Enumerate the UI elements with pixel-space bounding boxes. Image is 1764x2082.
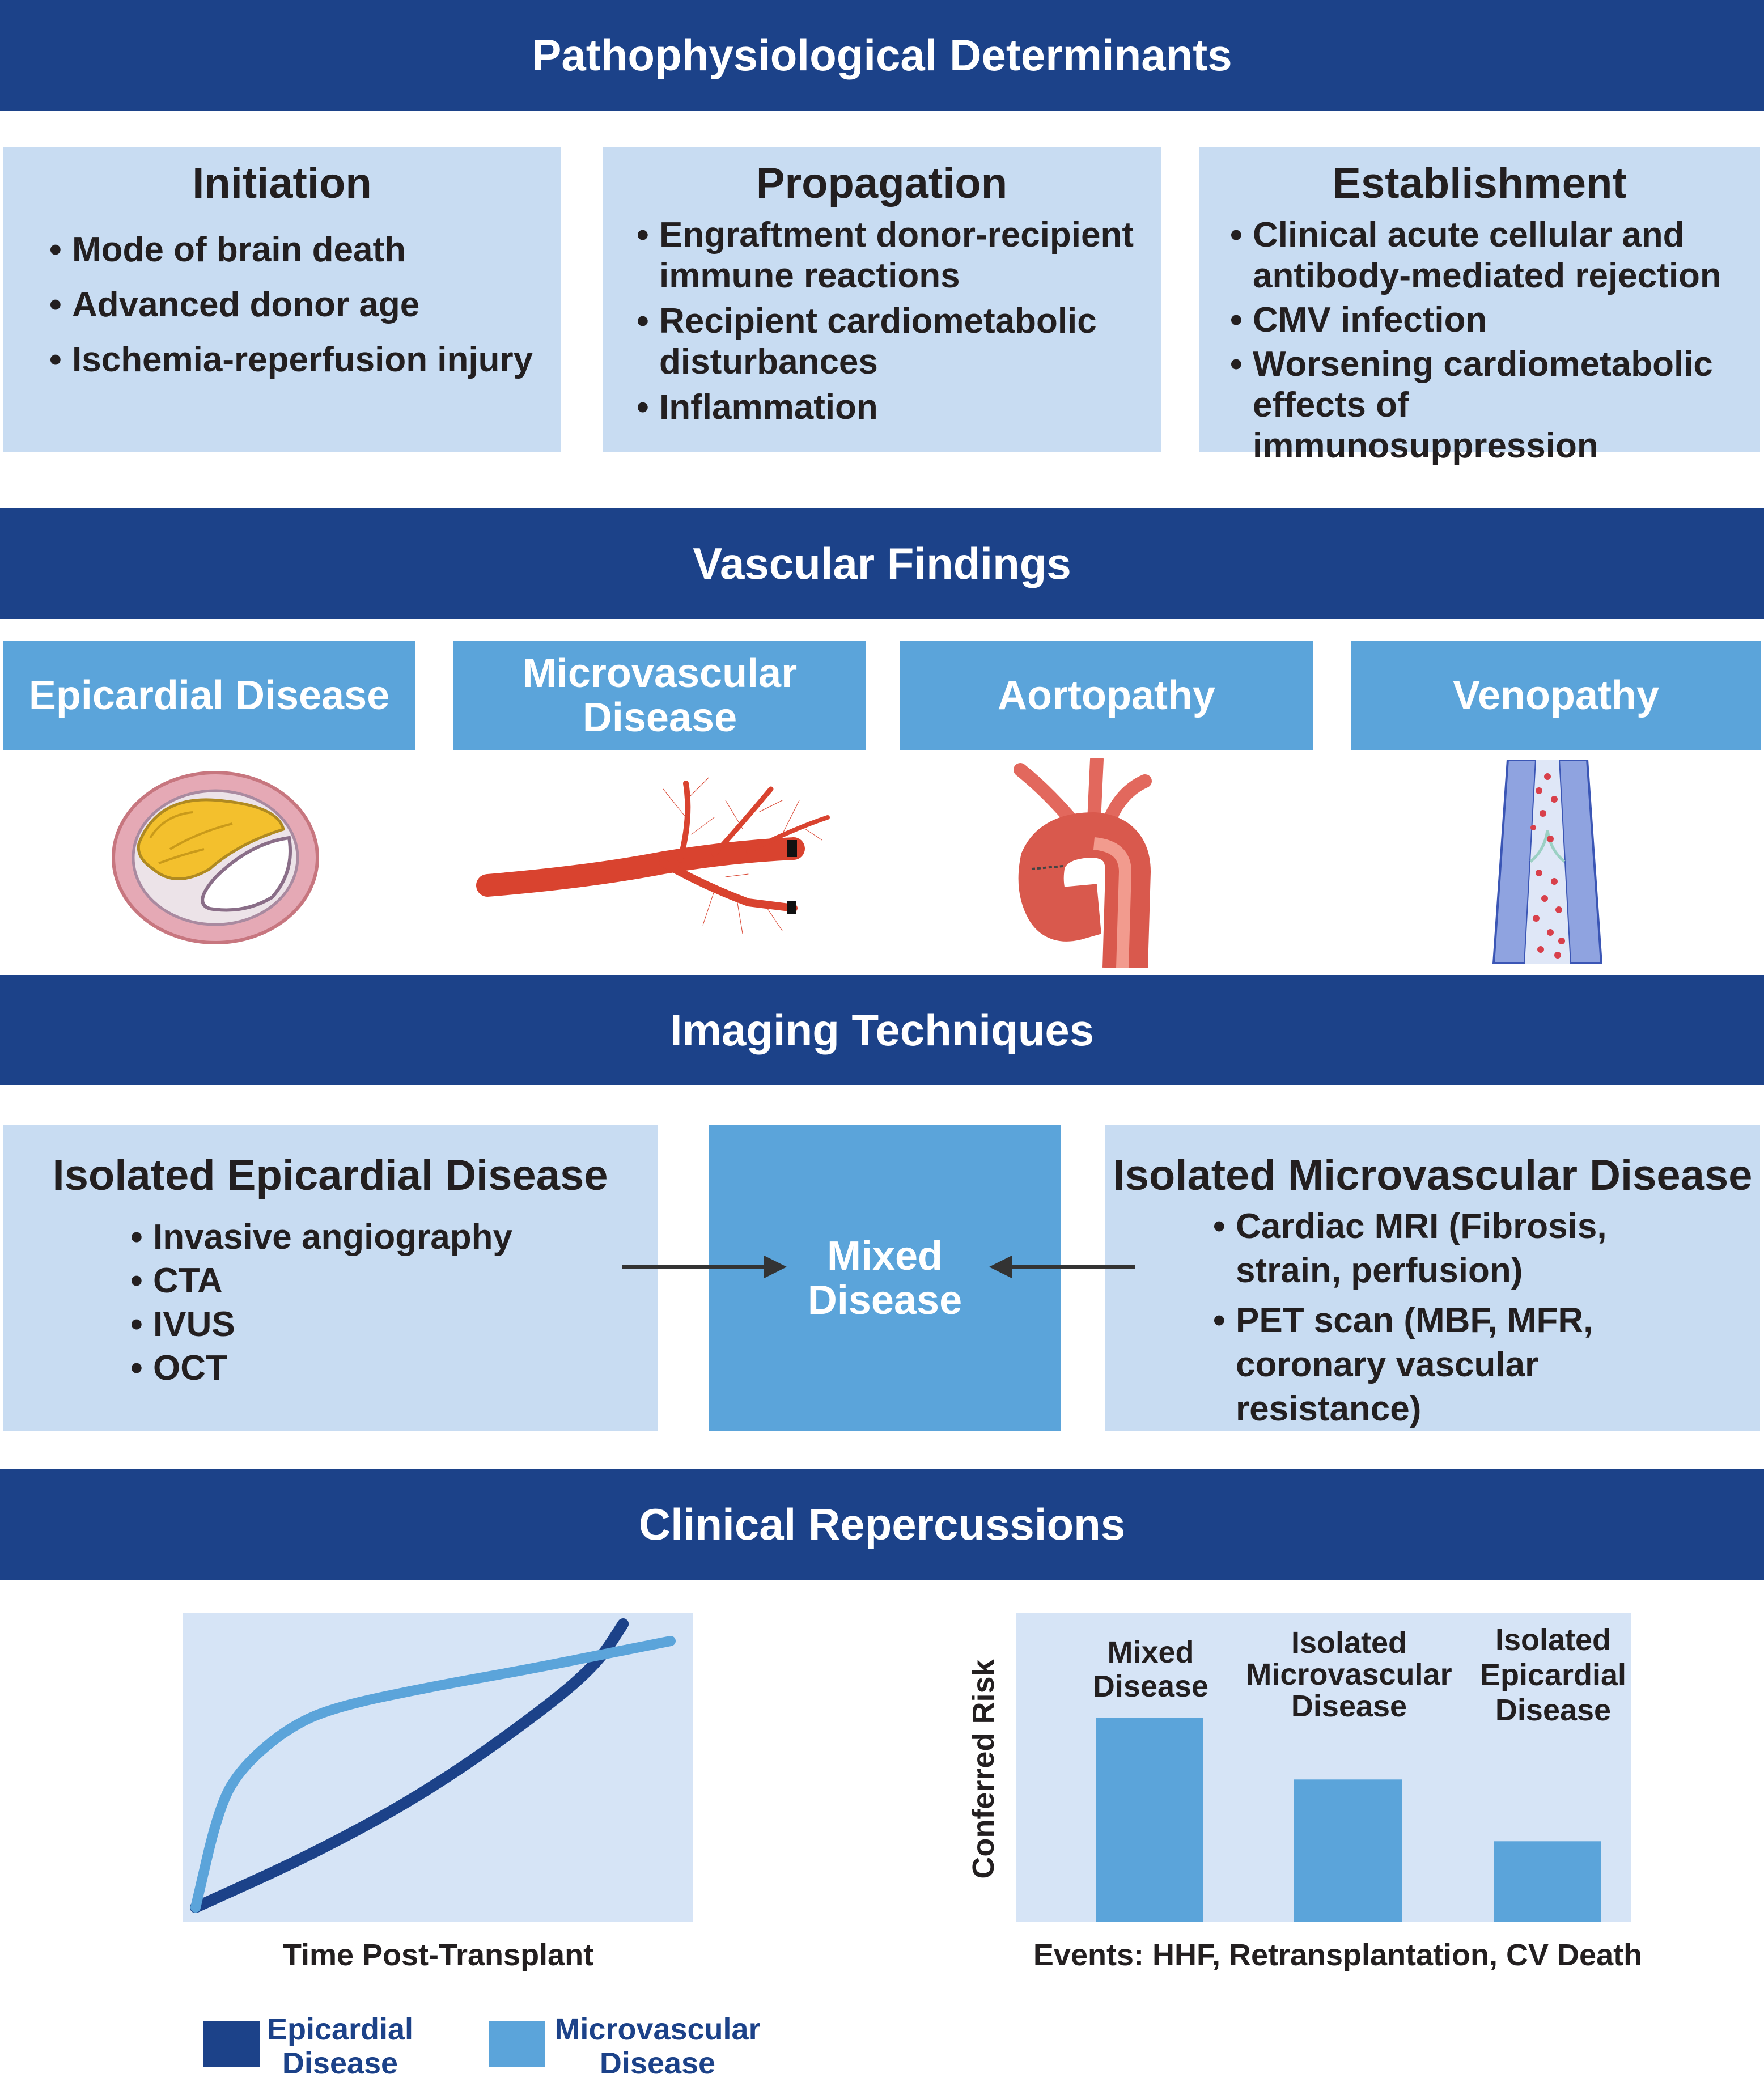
imaging-item: OCT [130, 1348, 658, 1389]
establishment-item: CMV infection [1230, 300, 1746, 341]
line-chart-x-axis-label: Time Post-Transplant [282, 1938, 594, 1972]
imaging-item: CTA [130, 1261, 658, 1301]
propagation-item: Inflammation [637, 387, 1144, 428]
legend-swatch-epicardial [203, 2021, 260, 2067]
vascular-tab-label: Microvascular Disease [522, 651, 798, 740]
arrow-to-mixed-left-icon [622, 1256, 787, 1278]
propagation-list: Engraftment donor-recipient immune react… [637, 215, 1144, 428]
bar-label-epicardial: Isolated Epicardial Disease [1479, 1623, 1627, 1727]
imaging-item: Cardiac MRI (Fibrosis, strain, perfusion… [1213, 1205, 1692, 1293]
isolated-microvascular-panel: Isolated Microvascular Disease Cardiac M… [1105, 1125, 1760, 1431]
section-vascular-header: Vascular Findings [0, 508, 1764, 619]
propagation-panel: Propagation Engraftment donor-recipient … [603, 147, 1161, 452]
imaging-item: Invasive angiography [130, 1217, 658, 1258]
imaging-item: IVUS [130, 1304, 658, 1345]
isolated-microvascular-list: Cardiac MRI (Fibrosis, strain, perfusion… [1213, 1205, 1692, 1431]
mixed-disease-box: Mixed Disease [709, 1125, 1061, 1431]
isolated-microvascular-title: Isolated Microvascular Disease [1113, 1151, 1753, 1199]
legend-label-epicardial: Epicardial Disease [266, 2012, 414, 2080]
initiation-title: Initiation [192, 159, 372, 207]
establishment-list: Clinical acute cellular and antibody-med… [1230, 215, 1746, 467]
propagation-item: Engraftment donor-recipient immune react… [637, 215, 1144, 296]
initiation-item: Advanced donor age [49, 285, 561, 325]
section-pathophysiology-header: Pathophysiological Determinants [0, 0, 1764, 111]
legend-label-microvascular: Microvascular Disease [554, 2012, 761, 2080]
coronary-plaque-cross-section-icon [112, 771, 319, 944]
imaging-item: PET scan (MBF, MFR, coronary vascular re… [1213, 1299, 1692, 1431]
establishment-item: Worsening cardiometabolic effects of imm… [1230, 344, 1746, 467]
vascular-tab-venopathy: Venopathy [1351, 641, 1761, 750]
initiation-panel: Initiation Mode of brain death Advanced … [3, 147, 561, 452]
legend-swatch-microvascular [489, 2021, 545, 2067]
bar-chart [1096, 1718, 1601, 1922]
isolated-epicardial-panel: Isolated Epicardial Disease Invasive ang… [3, 1125, 658, 1431]
bar-label-mixed: Mixed Disease [1092, 1635, 1209, 1703]
bar-chart-y-axis-label: Conferred Risk [966, 1659, 1000, 1879]
series-line-microvascular [190, 1636, 676, 1913]
bar-label-microvascular: Isolated Microvascular Disease [1246, 1626, 1452, 1723]
establishment-panel: Establishment Clinical acute cellular an… [1199, 147, 1760, 465]
bar-mixed [1096, 1718, 1203, 1922]
arrow-to-mixed-right-icon [989, 1256, 1135, 1278]
initiation-item: Ischemia-reperfusion injury [49, 340, 561, 380]
isolated-epicardial-title: Isolated Epicardial Disease [52, 1151, 608, 1199]
line-chart [190, 1618, 676, 1913]
establishment-item: Clinical acute cellular and antibody-med… [1230, 215, 1746, 296]
vascular-tab-microvascular: Microvascular Disease [453, 641, 866, 750]
propagation-title: Propagation [756, 159, 1008, 207]
section-clinical-header: Clinical Repercussions [0, 1469, 1764, 1580]
bar-isolated-epicardial [1494, 1841, 1601, 1922]
initiation-item: Mode of brain death [49, 230, 561, 270]
bar-chart-x-axis-label: Events: HHF, Retransplantation, CV Death [1033, 1938, 1643, 1972]
mixed-disease-label: Mixed Disease [807, 1233, 962, 1323]
aorta-icon [1014, 758, 1152, 968]
section-imaging-header: Imaging Techniques [0, 975, 1764, 1085]
vein-icon [1492, 760, 1603, 964]
vascular-tab-aortopathy: Aortopathy [900, 641, 1313, 750]
initiation-list: Mode of brain death Advanced donor age I… [49, 230, 561, 380]
bar-isolated-microvascular [1294, 1779, 1402, 1922]
establishment-title: Establishment [1332, 159, 1627, 207]
isolated-epicardial-list: Invasive angiography CTA IVUS OCT [130, 1217, 658, 1389]
vascular-tab-epicardial: Epicardial Disease [3, 641, 415, 750]
arteriole-branches-icon [476, 777, 830, 934]
propagation-item: Recipient cardiometabolic disturbances [637, 301, 1144, 383]
